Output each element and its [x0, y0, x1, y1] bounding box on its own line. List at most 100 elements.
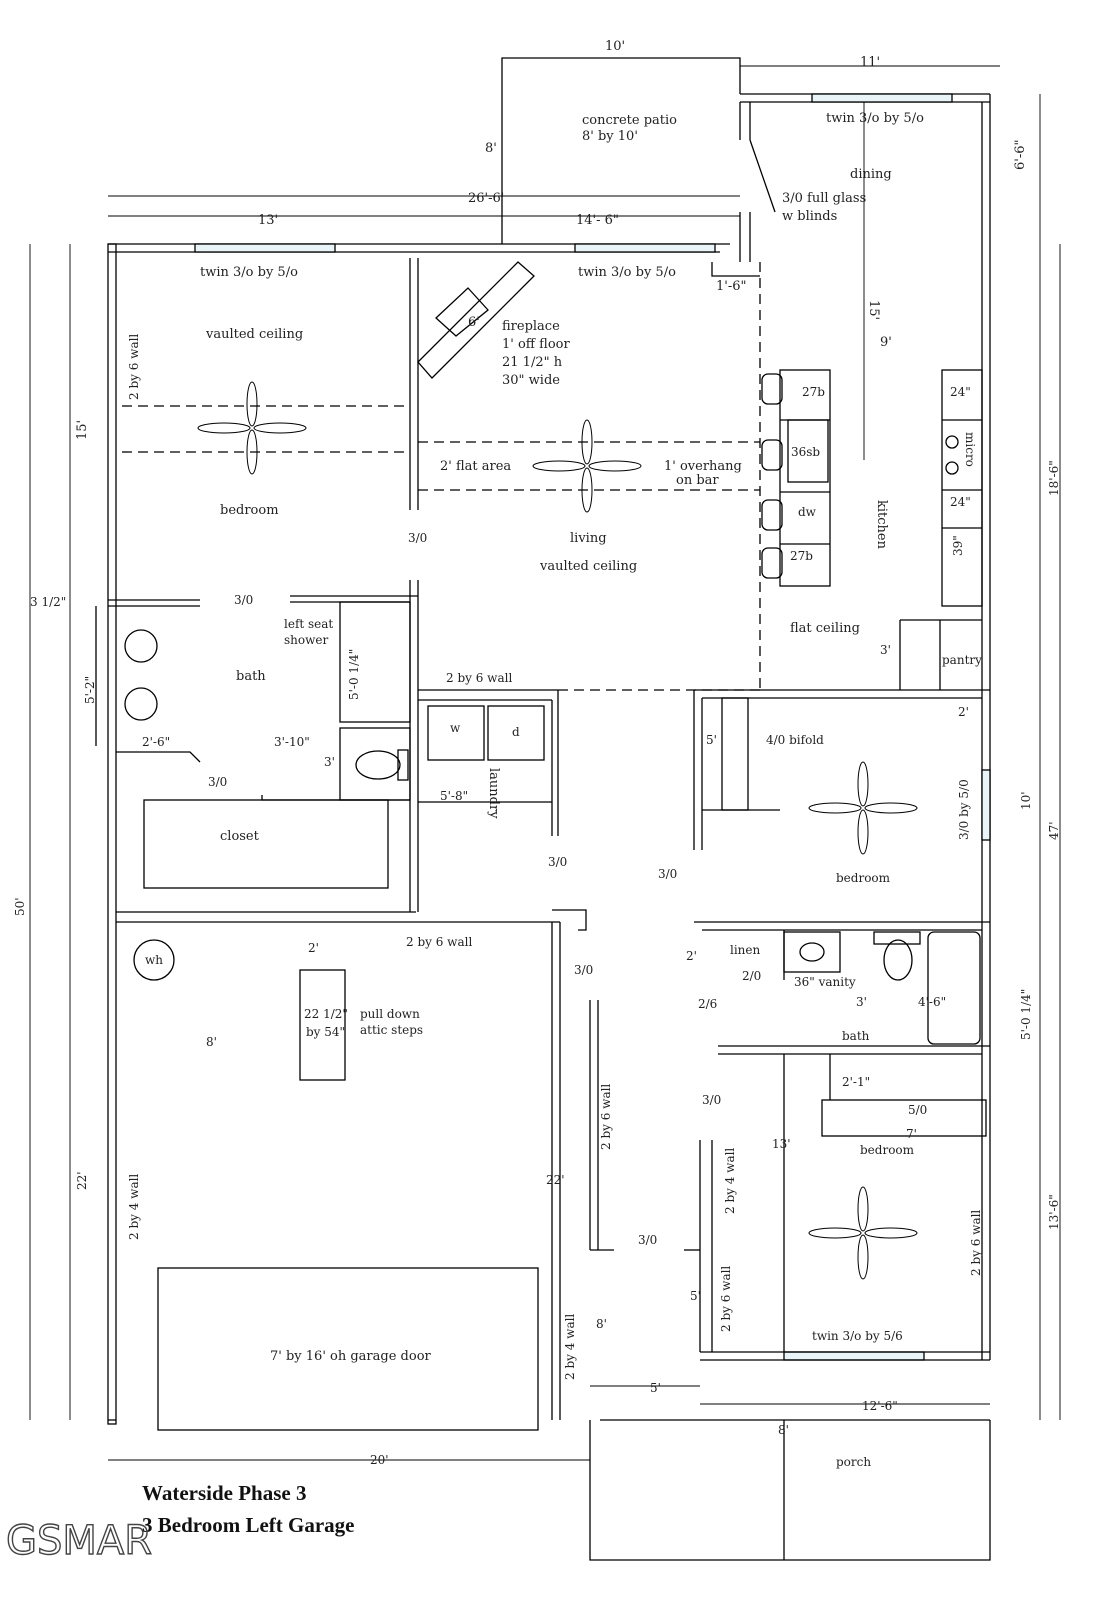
- dining-label: dining: [850, 167, 892, 182]
- ceiling-fan-icon: [197, 381, 307, 475]
- counter-24-bottom: 24": [950, 495, 971, 509]
- dim-47: 47': [1047, 821, 1061, 840]
- dim-4-6: 4'-6": [918, 995, 946, 1009]
- bedroom3-window-label: twin 3/o by 5/6: [812, 1329, 903, 1343]
- vanity: [783, 931, 841, 973]
- dim-3-kitchen: 3': [880, 643, 891, 657]
- bedroom-window: [194, 243, 336, 253]
- wall-2x6-f: 2 by 6 wall: [719, 1266, 733, 1332]
- fireplace-height: 21 1/2" h: [502, 355, 563, 370]
- dim-2-linen: 2': [686, 949, 697, 963]
- dryer-label: d: [512, 725, 520, 739]
- dim-5-0-1-4: 5'-0 1/4": [347, 649, 361, 700]
- fireplace-floor: 1' off floor: [502, 337, 570, 352]
- dim-3-1-2: 3 1/2": [30, 595, 66, 609]
- door-2-0: 2/0: [742, 969, 761, 983]
- dim-8-porch: 8': [778, 1423, 789, 1437]
- dining-door-label: 3/0 full glass: [782, 191, 866, 206]
- dim-13-6: 13'-6": [1047, 1194, 1061, 1230]
- dining-window-label: twin 3/o by 5/o: [826, 111, 924, 126]
- bath2-label: bath: [842, 1029, 870, 1043]
- flat-ceiling: flat ceiling: [790, 621, 860, 636]
- patio-label: concrete patio: [582, 113, 677, 128]
- dim-5-closet: 5': [706, 733, 717, 747]
- dim-12-6: 12'-6": [862, 1399, 898, 1413]
- overhang-bar: on bar: [676, 473, 719, 488]
- wall-2x6-b: 2 by 6 wall: [446, 671, 512, 685]
- dining-15: 15': [866, 300, 881, 320]
- attic-label-1: pull down: [360, 1007, 420, 1021]
- bifold-closet: [721, 697, 749, 811]
- bedroom1-ceiling: vaulted ceiling: [205, 327, 303, 342]
- door-2-6: 2/6: [698, 997, 717, 1011]
- dim-2-kitchen: 2': [958, 705, 969, 719]
- plan-title: Waterside Phase 3: [142, 1481, 306, 1505]
- linen-label: linen: [730, 943, 761, 957]
- patio-depth: 8': [485, 141, 497, 156]
- counter-24-top: 24": [950, 385, 971, 399]
- dim-5-8: 5'-8": [440, 789, 468, 803]
- wall-2x6-c: 2 by 6 wall: [406, 935, 472, 949]
- wall-2x4-b: 2 by 4 wall: [723, 1148, 737, 1214]
- wall-2x6-a: 2 by 6 wall: [127, 334, 141, 400]
- overhang-label: 1' overhang: [664, 459, 742, 474]
- fireplace: [417, 261, 535, 379]
- living-label: living: [570, 531, 607, 546]
- left-exterior-wall: [107, 243, 117, 1425]
- bedroom2-window-label: 3/0 by 5/0: [957, 779, 971, 840]
- dim-9: 9': [880, 335, 892, 350]
- dim-20: 20': [370, 1453, 389, 1467]
- ceiling-fan-icon: [808, 761, 918, 855]
- porch-label: porch: [836, 1455, 871, 1469]
- dishwasher-label: dw: [798, 505, 817, 519]
- door-3-0-a: 3/0: [408, 531, 427, 545]
- front-13: 13': [258, 213, 278, 228]
- front-14-6: 14'- 6": [576, 213, 619, 228]
- dim-3-10: 3'-10": [274, 735, 310, 749]
- closet-box: [143, 799, 389, 889]
- patio-outline: [501, 57, 741, 244]
- bedroom1-label: bedroom: [220, 503, 279, 518]
- kitchen-island: [779, 369, 831, 587]
- bifold-label: 4/0 bifold: [766, 733, 824, 747]
- attic-label-2: attic steps: [360, 1023, 423, 1037]
- closet-label: closet: [220, 829, 260, 844]
- wall-2x6-d: 2 by 6 wall: [599, 1084, 613, 1150]
- living-window-label: twin 3/o by 5/o: [578, 265, 676, 280]
- washer: [427, 705, 485, 761]
- shower: [339, 601, 411, 723]
- ceiling-fan-icon: [532, 419, 642, 513]
- door-3-0-f: 3/0: [574, 963, 593, 977]
- counter-27b-bottom: 27b: [790, 549, 813, 563]
- dim-5-bottom: 5': [650, 1381, 661, 1395]
- wall-2x4-a: 2 by 4 wall: [127, 1174, 141, 1240]
- dim-5-0-1-4-b: 5'-0 1/4": [1019, 989, 1033, 1040]
- kitchen-wall-counter: [941, 369, 983, 607]
- plan-subtitle: 3 Bedroom Left Garage: [142, 1513, 354, 1537]
- dryer: [487, 705, 545, 761]
- watermark-logo: GSMAR: [6, 1518, 152, 1564]
- shower-seat: left seat: [284, 617, 333, 631]
- door-3-0-d: 3/0: [548, 855, 567, 869]
- patio-size: 8' by 10': [582, 129, 638, 144]
- dining-window: [811, 93, 953, 103]
- dim-3-wc: 3': [324, 755, 335, 769]
- dim-22-left: 22': [75, 1171, 89, 1190]
- washer-label: w: [450, 721, 461, 735]
- dim-15-left: 15': [75, 420, 90, 440]
- bedroom3-closet: [821, 1099, 987, 1137]
- total-front-width: 26'-6': [468, 191, 504, 206]
- attic-size-1: 22 1/2": [304, 1007, 348, 1021]
- door-3-0-b: 3/0: [234, 593, 253, 607]
- bedroom2-window: [981, 769, 991, 841]
- door-3-0-h: 3/0: [638, 1233, 657, 1247]
- dim-2-1: 2'-1": [842, 1075, 870, 1089]
- bedroom2-label: bedroom: [836, 871, 891, 885]
- dim-10: 10': [1019, 791, 1033, 810]
- living-window: [574, 243, 716, 253]
- water-heater-label: wh: [145, 953, 163, 967]
- dim-7: 7': [906, 1127, 917, 1141]
- dim-8-garage: 8': [206, 1035, 217, 1049]
